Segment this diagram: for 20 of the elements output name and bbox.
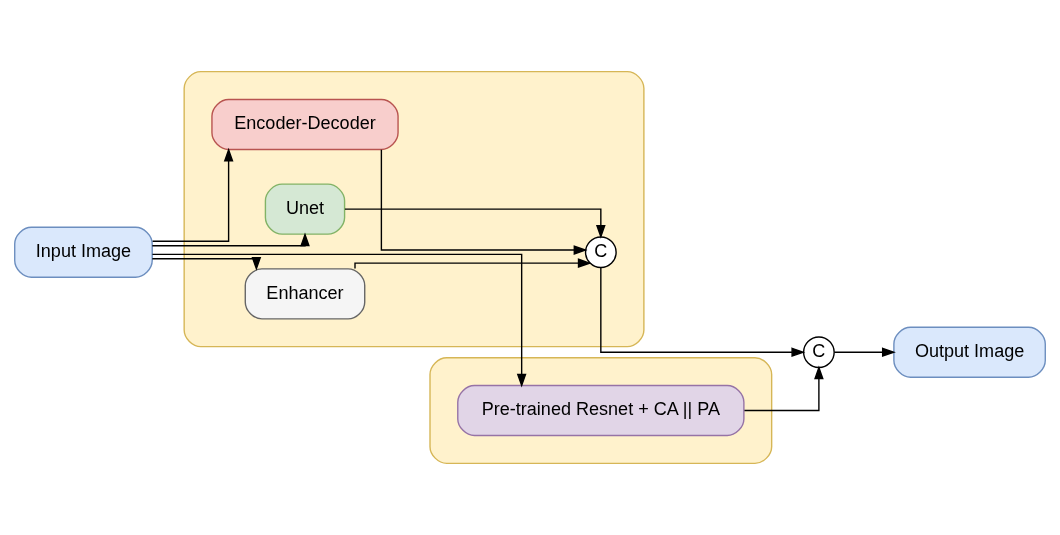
arrow (344, 208, 606, 239)
node-circle: C (584, 236, 617, 269)
node-box: Output Image (893, 326, 1046, 378)
arrow (151, 147, 234, 242)
cluster (429, 357, 773, 465)
arrow (833, 347, 896, 358)
node-box: Unet (264, 183, 346, 235)
arrow (743, 365, 824, 412)
arrow (600, 267, 806, 358)
arrow (151, 256, 262, 271)
cluster (183, 70, 645, 348)
arrow (151, 232, 310, 247)
arrow (354, 258, 592, 270)
arrow (151, 253, 527, 388)
node-box: Encoder-Decoder (211, 98, 399, 151)
node-circle: C (802, 336, 835, 369)
arrow (380, 149, 588, 255)
node-box: Enhancer (244, 268, 366, 320)
node-box: Pre-trained Resnet + CA || PA (457, 384, 745, 437)
node-box: Input Image (14, 226, 153, 278)
